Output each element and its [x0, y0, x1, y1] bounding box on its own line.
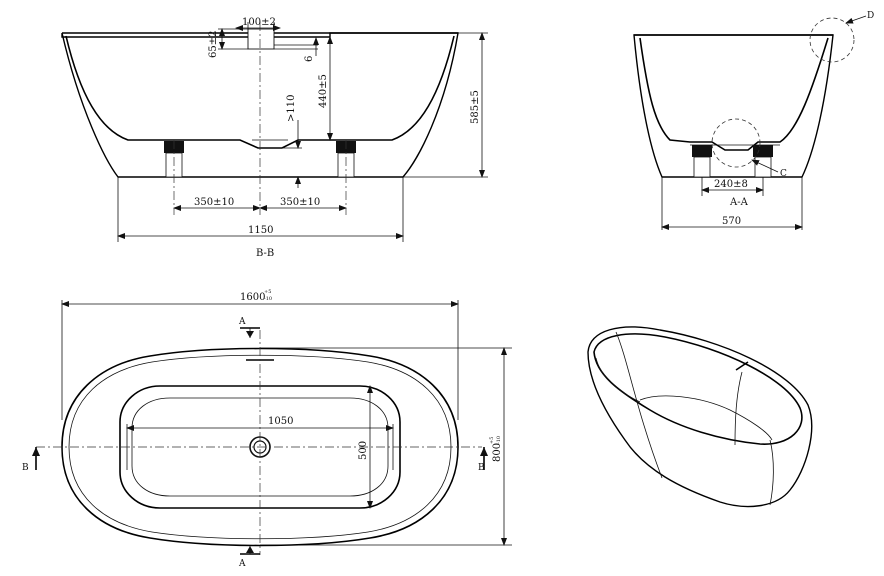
cut-b-left: B: [22, 463, 29, 473]
iso-seam-left: [615, 331, 663, 479]
dim-drain-depth: 65±2: [208, 31, 219, 58]
callout-d: D: [867, 11, 874, 21]
bath-outer-shell: [61, 32, 459, 178]
section-aa-label: A-A: [729, 197, 749, 208]
dim-drain-height: >110: [286, 95, 297, 122]
bath-inner-wall-left: [65, 35, 162, 141]
dim-overall-length: 1600: [240, 292, 265, 303]
dim-drain-width: 100±2: [242, 17, 276, 28]
plan-inner-floor: [131, 397, 389, 497]
detail-circle-d: [809, 17, 855, 63]
dim-overall-length-tol-upper: +5: [264, 289, 271, 295]
dim-inner-width: 500: [358, 441, 369, 460]
bath-end-foot-right: [753, 145, 773, 157]
dim-inner-depth: 440±5: [318, 74, 329, 108]
plan-outer-rim: [61, 347, 459, 547]
bath-inner-floor: [162, 139, 358, 149]
section-aa-view: D C 240±8 A-A 570: [633, 11, 874, 230]
iso-basin-floor: [639, 395, 773, 441]
isometric-view: [587, 326, 813, 508]
bath-end-foot-left: [692, 145, 712, 157]
plan-view: 1600 +5 -10 1050 500 800 +5 -10 A A B B: [22, 289, 512, 569]
dim-leg-spacing: 240±8: [714, 179, 748, 190]
dim-overall-length-tol-lower: -10: [264, 296, 272, 302]
plan-inner-basin: [119, 385, 401, 509]
bath-end-outer-shell: [633, 34, 834, 178]
dim-overall-width-tol-upper: +5: [489, 437, 495, 444]
iso-seam-front: [769, 439, 774, 506]
dim-base-length: 1150: [248, 225, 273, 236]
dim-leg-right: 350±10: [280, 197, 320, 208]
cut-a-bottom: A: [238, 559, 246, 569]
dim-overall-width: 800: [492, 443, 503, 462]
bath-inner-wall-right: [358, 35, 455, 141]
iso-outer-body: [587, 326, 813, 508]
iso-rim-inner: [593, 333, 803, 445]
bath-end-inner-wall: [639, 37, 829, 151]
dim-overall-width-tol-lower: -10: [496, 436, 502, 444]
section-bb-view: 100±2 65±2 6 440±5 585±5 >110 350±10 350…: [61, 17, 488, 259]
dim-wall-gap: 6: [304, 56, 315, 62]
dim-total-height: 585±5: [470, 90, 481, 124]
iso-seam-right: [734, 371, 743, 446]
dim-leg-left: 350±10: [194, 197, 234, 208]
cut-b-right: B: [478, 463, 485, 473]
detail-circle-c: [711, 118, 761, 168]
dim-inner-length: 1050: [268, 416, 293, 427]
callout-c: C: [780, 169, 787, 179]
cut-a-top: A: [238, 317, 246, 327]
plan-rim-inner-edge: [68, 354, 452, 540]
section-bb-label: B-B: [256, 248, 274, 259]
dim-base-width: 570: [722, 216, 741, 227]
